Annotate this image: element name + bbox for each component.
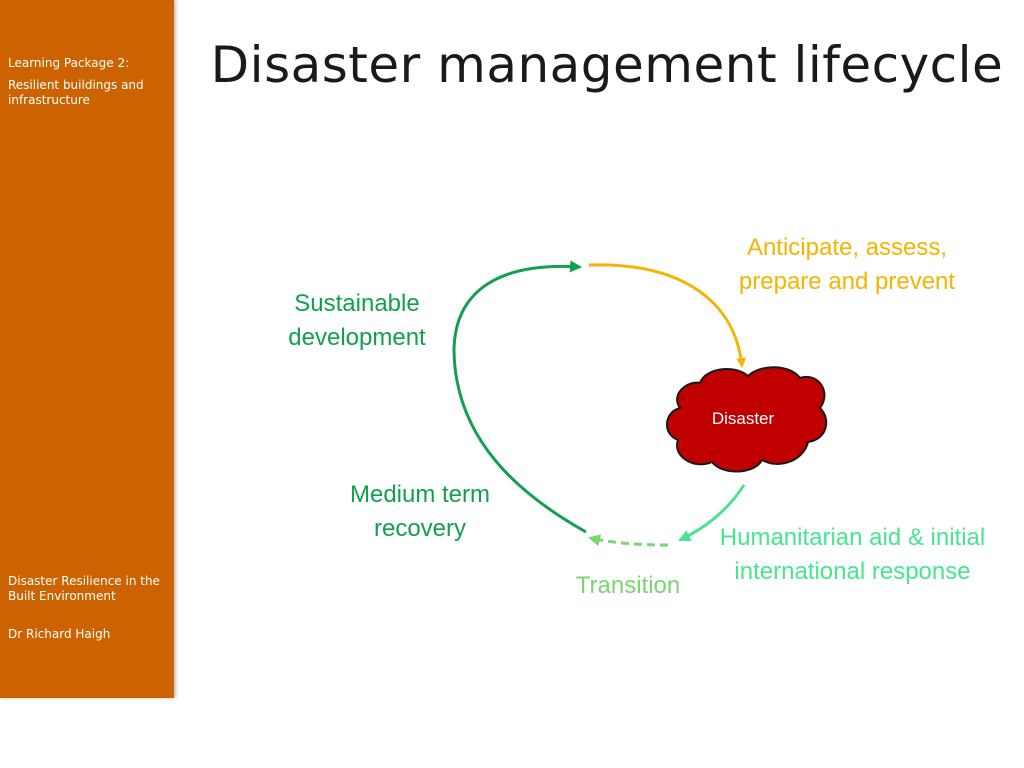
sustainable-label: Sustainable development xyxy=(288,290,426,351)
medium-term-label: Medium term recovery xyxy=(349,481,491,542)
transition-arrow xyxy=(588,534,669,547)
page-title: Disaster management lifecycle xyxy=(210,36,1004,94)
package-number: Learning Package 2: xyxy=(8,56,130,70)
response-arrow xyxy=(678,484,746,542)
recovery-arrow xyxy=(452,260,587,534)
transition-label: Transition xyxy=(575,572,681,599)
package-info: Learning Package 2: Resilient buildings … xyxy=(8,56,166,115)
package-title: Resilient buildings and infrastructure xyxy=(8,78,144,107)
anticipate-label: Anticipate, assess, prepare and prevent xyxy=(738,234,956,295)
course-title: Disaster Resilience in the Built Environ… xyxy=(8,574,160,603)
disaster-label: Disaster xyxy=(711,409,775,428)
humanitarian-label: Humanitarian aid & initial international… xyxy=(719,524,986,585)
author-name: Dr Richard Haigh xyxy=(8,627,111,641)
disaster-cloud xyxy=(666,366,828,473)
sidebar: Learning Package 2: Resilient buildings … xyxy=(0,0,174,698)
prevent-arrow xyxy=(588,263,747,368)
